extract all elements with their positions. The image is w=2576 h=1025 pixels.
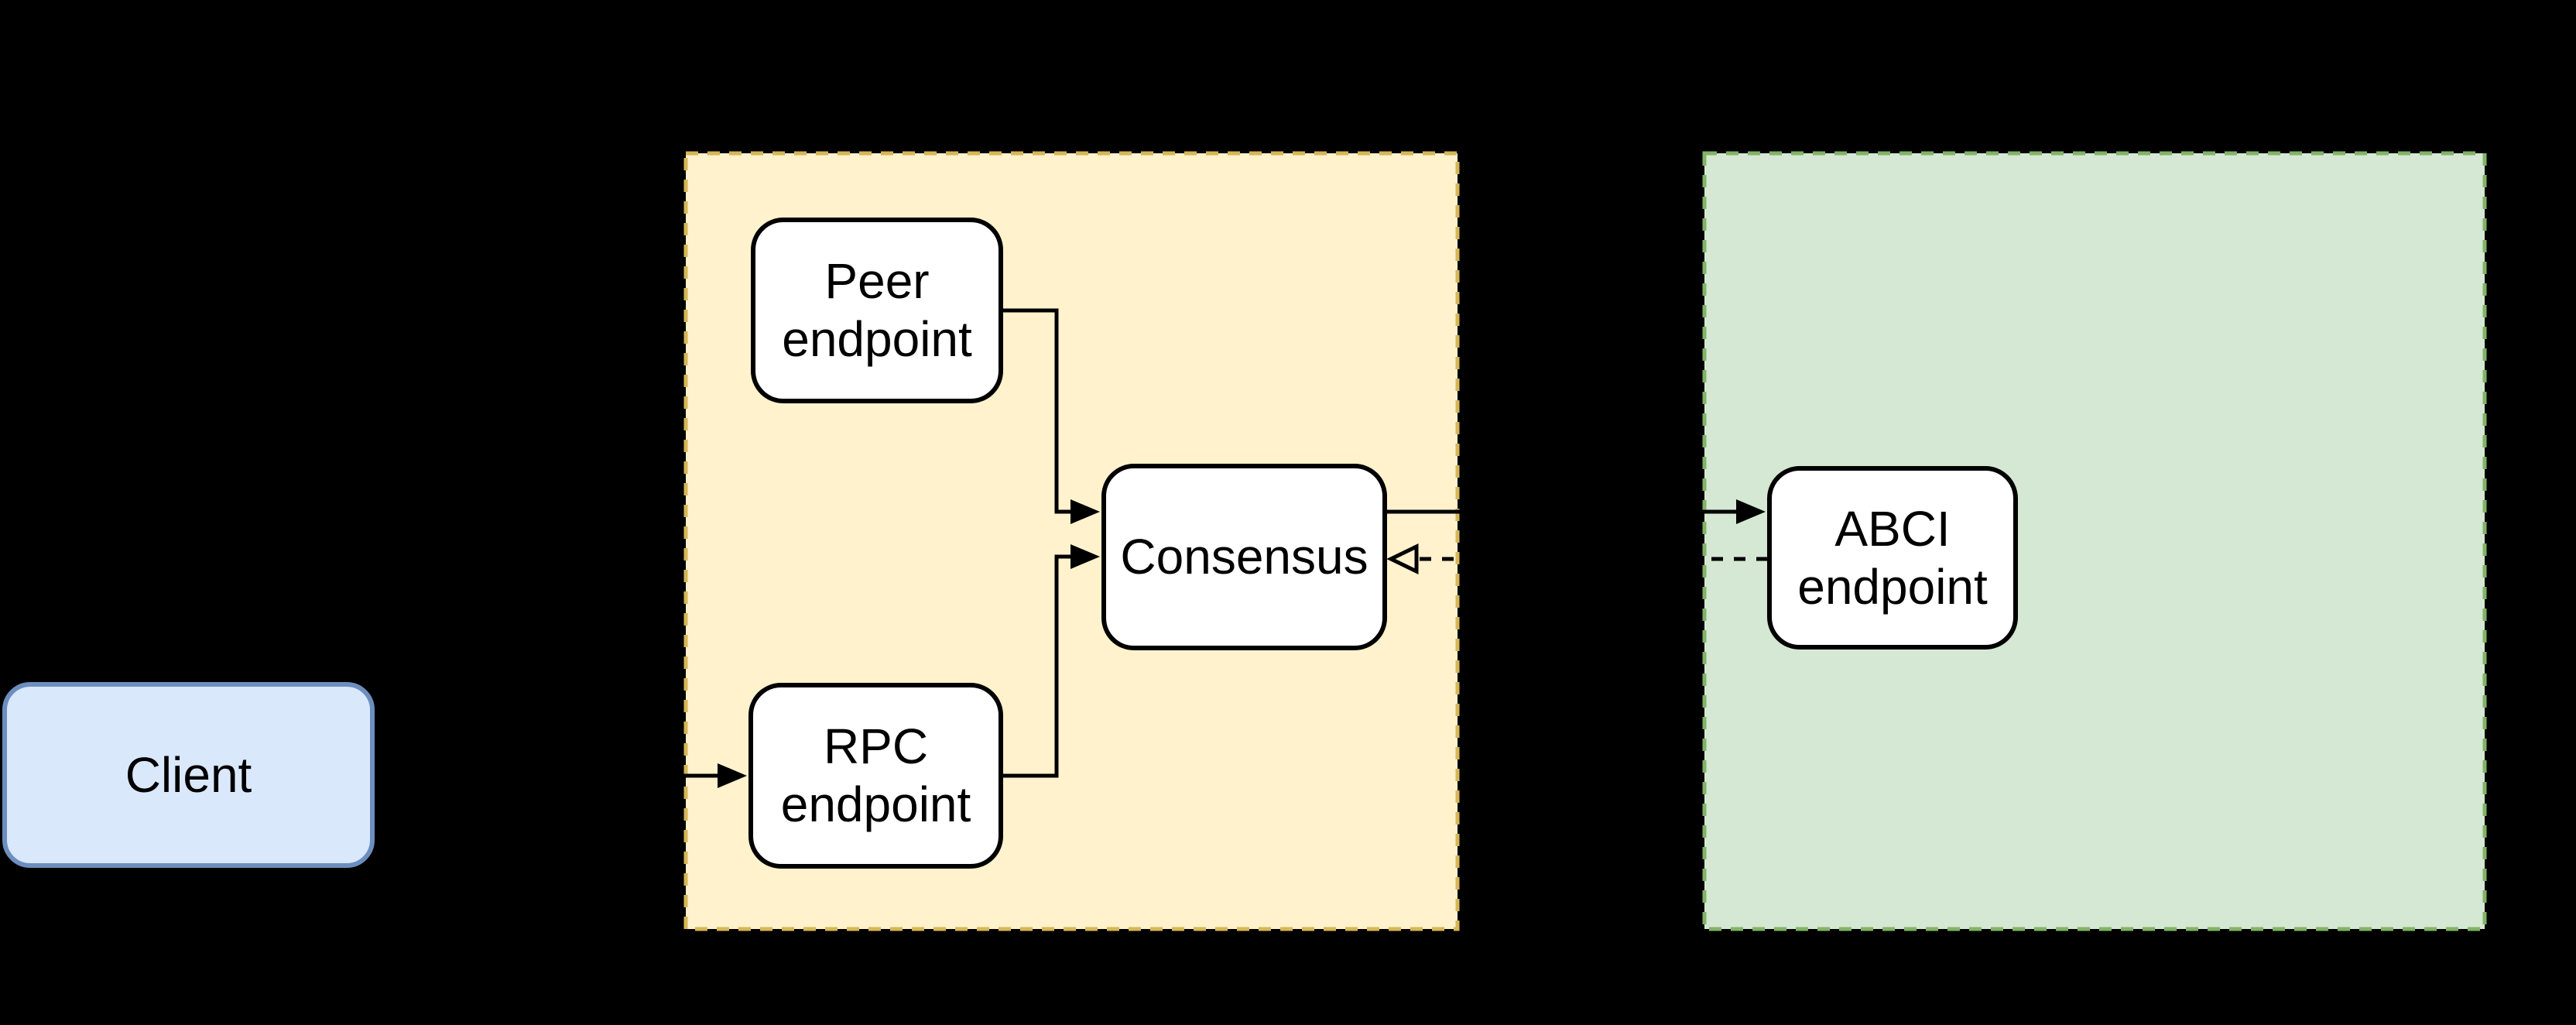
node-client-label: Client [125, 746, 252, 803]
node-abci-endpoint: ABCI endpoint [1767, 466, 2018, 650]
node-peer-endpoint-label: Peer endpoint [782, 253, 972, 367]
node-rpc-endpoint: RPC endpoint [748, 683, 1003, 869]
node-peer-endpoint: Peer endpoint [751, 218, 1003, 403]
arrowhead-rpc-to-consensus [1070, 544, 1100, 569]
node-abci-endpoint-label: ABCI endpoint [1797, 500, 1988, 615]
node-client: Client [2, 682, 375, 868]
edge-peer-to-consensus [1003, 308, 1073, 514]
arrowhead-abci-to-consensus [1386, 543, 1419, 574]
node-consensus-label: Consensus [1120, 529, 1368, 584]
arrowhead-peer-to-consensus [1070, 499, 1100, 524]
edge-rpc-to-consensus [1002, 554, 1073, 778]
arrowhead-consensus-to-abci [1736, 499, 1766, 524]
node-consensus: Consensus [1101, 464, 1387, 650]
arrowhead-client-to-rpc [718, 763, 747, 788]
node-rpc-endpoint-label: RPC endpoint [780, 718, 971, 832]
